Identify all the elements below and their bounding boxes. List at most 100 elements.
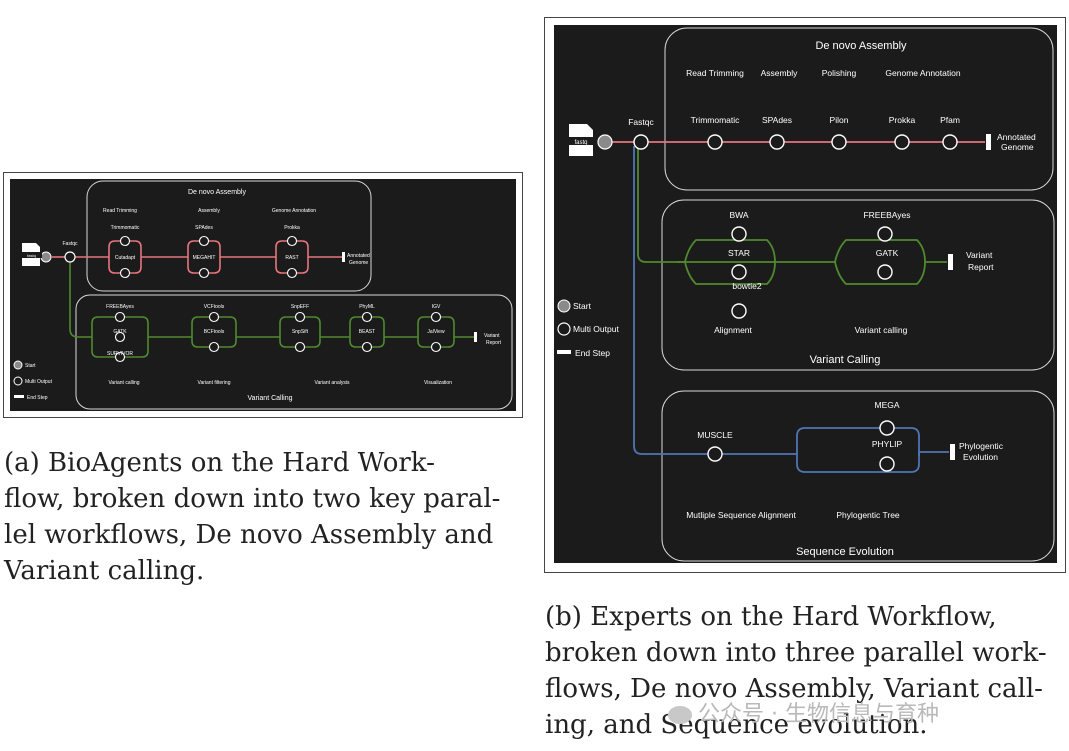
variant-nodes (731, 226, 893, 319)
tool-bowtie2: bowtie2 (732, 281, 762, 291)
tool-cutadapt: Cutadapt (115, 255, 136, 261)
legend-end-step: End Step (27, 395, 48, 401)
tool-pilon: Pilon (830, 115, 849, 125)
tool-star: STAR (728, 248, 750, 258)
stage-genome-annotation: Genome Annotation (885, 68, 960, 78)
tool-freebayes: FREEBAyes (863, 210, 910, 220)
phylogentic-label: Phylogentic (959, 441, 1004, 451)
caption-line: (b) Experts on the Hard Workflow, (545, 602, 997, 632)
tool-mega: MEGA (874, 400, 899, 410)
tool-bwa: BWA (729, 210, 748, 220)
fastq-file-icon: fastq (567, 124, 595, 156)
annotated-label: Annotated (347, 253, 370, 259)
stage-msa: Mutliple Sequence Alignment (686, 510, 796, 520)
tool-muscle: MUSCLE (697, 430, 733, 440)
variant-trunk (637, 144, 677, 263)
variant-connections (677, 239, 947, 285)
stage-alignment: Alignment (714, 325, 752, 335)
stage-polishing: Polishing (822, 68, 857, 78)
tool-spades: SPAdes (195, 225, 213, 231)
variant-end-step (474, 332, 477, 342)
variant-calling-block (661, 199, 1055, 371)
sequence-trunk (633, 146, 707, 455)
legend-start: Start (25, 363, 36, 369)
tool-phylip: PHYLIP (872, 439, 903, 449)
legend-end-step: End Step (575, 348, 610, 358)
tool-freebayes: FREEBAyes (106, 304, 134, 310)
tool-pfam: Pfam (940, 115, 960, 125)
figure-a-caption: (a) BioAgents on the Hard Work- flow, br… (4, 448, 509, 598)
stage-read-trimming: Read Trimming (103, 208, 137, 214)
variant-nodes (114, 311, 442, 363)
svg-text:fastq: fastq (27, 253, 36, 258)
fastqc-label: Fastqc (62, 241, 78, 247)
sequence-evolution-block (661, 390, 1055, 562)
stage-variant-calling: Variant calling (108, 380, 139, 386)
diagram-background (554, 25, 1057, 563)
denovo-connections (75, 240, 342, 274)
tool-phyml: PhyML (359, 304, 375, 310)
sequence-end-step (950, 444, 955, 460)
tool-beast: BEAST (359, 329, 375, 335)
tool-prokka: Prokka (889, 115, 916, 125)
denovo-block-title: De novo Assembly (188, 189, 246, 196)
report-label: Report (968, 262, 994, 272)
denovo-nodes (119, 235, 298, 279)
tool-vcftools: VCFtools (204, 304, 225, 310)
svg-text:fastq: fastq (574, 140, 587, 146)
tool-jalview: JalView (427, 329, 445, 335)
stage-variant-analysis: Variant analysis (315, 380, 350, 386)
legend-multi-output: Multi Output (25, 379, 53, 385)
legend (13, 360, 24, 398)
tool-megahit: MEGAHIT (193, 255, 216, 261)
watermark-text: 公众号 · 生物信息与育种 (698, 702, 939, 727)
figure-a-panel: fastq De novo Assembly Read Trimming Ass… (3, 172, 523, 418)
fastq-file-icon: fastq (21, 243, 42, 266)
stage-genome-annotation: Genome Annotation (272, 208, 316, 214)
sequence-nodes (707, 420, 895, 472)
fastqc-node (633, 134, 649, 150)
stage-visualization: Visualization (424, 380, 452, 386)
caption-line: ing, and Sequence evolution. (545, 710, 928, 740)
variant-block-title: Variant Calling (247, 395, 292, 402)
tool-snpeff: SnpEFF (291, 304, 309, 310)
wechat-icon (668, 706, 692, 724)
legend (557, 299, 571, 354)
tool-snpsift: SnpSift (292, 329, 309, 335)
figure-b-panel: fastq De novo Assembly Read Trimming Ass… (544, 17, 1066, 573)
stage-variant-calling: Variant calling (855, 325, 908, 335)
tool-prokka: Prokka (284, 225, 300, 231)
tool-igv: IGV (432, 304, 441, 310)
figure-b-caption: (b) Experts on the Hard Workflow, broken… (545, 602, 1060, 750)
tool-survivor: SURVIVOR (107, 351, 133, 357)
variant-label: Variant (966, 250, 993, 260)
genome-label: Genome (1001, 142, 1034, 152)
denovo-block-title: De novo Assembly (815, 40, 907, 52)
denovo-end-step (342, 252, 345, 262)
start-node (40, 251, 52, 263)
fastqc-label: Fastqc (628, 117, 654, 127)
genome-label: Genome (349, 260, 368, 266)
tool-gatk: GATK (113, 329, 127, 335)
variant-connections (69, 261, 474, 358)
variant-label: Variant (484, 333, 500, 339)
report-label: Report (486, 340, 502, 346)
variant-end-step (948, 254, 953, 270)
fastqc-node (64, 251, 76, 263)
tool-gatk: GATK (876, 248, 899, 258)
annotated-label: Annotated (997, 132, 1036, 142)
stage-variant-filtering: Variant filtering (198, 380, 231, 386)
tool-trimmomatic: Trimmomatic (111, 225, 140, 231)
caption-line: flow, broken down into two key paral- (4, 484, 501, 514)
stage-phylogentic-tree: Phylogentic Tree (836, 510, 900, 520)
legend-start: Start (573, 301, 592, 311)
variant-block-title: Variant Calling (810, 354, 881, 366)
denovo-nodes (707, 134, 958, 150)
tool-bcftools: BCFtools (204, 329, 225, 335)
denovo-end-step (986, 134, 991, 150)
caption-line: lel workflows, De novo Assembly and (4, 520, 494, 550)
stage-read-trimming: Read Trimming (686, 68, 744, 78)
caption-line: Variant calling. (4, 556, 205, 586)
start-node (597, 134, 613, 150)
caption-line: (a) BioAgents on the Hard Work- (4, 448, 435, 478)
